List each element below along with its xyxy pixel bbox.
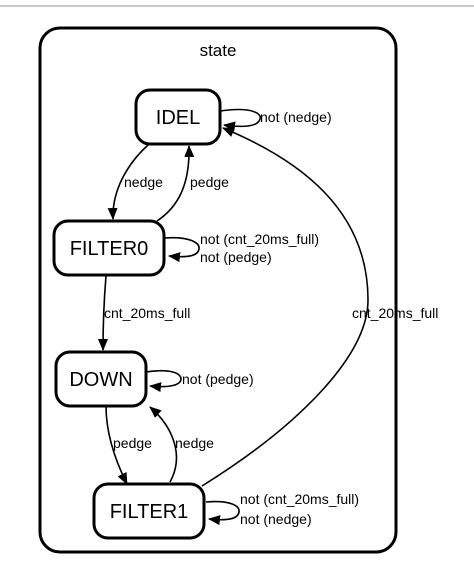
edge-filter0-self [163, 236, 200, 263]
edge-label-filter1-self-2: not (nedge) [240, 511, 312, 527]
edge-down-to-filter1 [105, 405, 128, 485]
edge-filter0-to-idel [156, 145, 195, 222]
edge-label-filter1-to-down: nedge [175, 435, 214, 451]
edge-label-down-self: not (pedge) [182, 371, 254, 387]
edge-label-filter0-self-1: not (cnt_20ms_full) [200, 231, 319, 247]
node-label-filter0: FILTER0 [70, 238, 149, 260]
edge-label-idel-to-filter0: nedge [124, 174, 163, 190]
node-label-idel: IDEL [156, 107, 200, 129]
edge-filter1-to-down [149, 406, 178, 483]
edge-idel-self [219, 108, 262, 132]
state-cluster [38, 26, 398, 554]
node-label-down: DOWN [69, 369, 132, 391]
edge-idel-to-filter0 [107, 144, 149, 220]
edge-label-filter1-self-1: not (cnt_20ms_full) [240, 491, 359, 507]
edge-filter1-self [205, 500, 240, 526]
edge-filter0-to-down [98, 275, 109, 351]
edge-label-idel-self: not (nedge) [260, 109, 332, 125]
node-idel: IDEL [134, 88, 222, 146]
node-filter1: FILTER1 [92, 482, 206, 540]
edge-down-self [145, 369, 182, 393]
edge-label-filter0-to-idel: pedge [190, 174, 229, 190]
edge-label-down-to-filter1: pedge [113, 435, 152, 451]
edge-filter1-to-idel [201, 127, 369, 487]
node-filter0: FILTER0 [52, 219, 166, 277]
cluster-label: state [200, 41, 237, 60]
edge-label-filter0-self-2: not (pedge) [200, 249, 272, 265]
node-label-filter1: FILTER1 [110, 501, 189, 523]
node-down: DOWN [54, 350, 148, 408]
edge-label-filter0-to-down: cnt_20ms_full [104, 305, 190, 321]
edge-label-filter1-to-idel: cnt_20ms_full [352, 305, 438, 321]
